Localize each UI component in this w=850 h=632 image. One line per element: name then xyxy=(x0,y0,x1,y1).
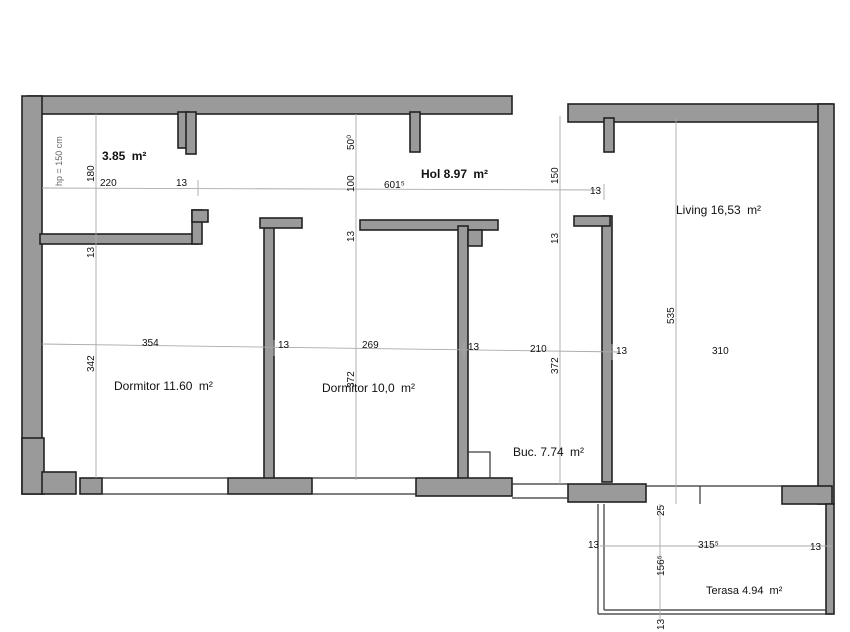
dim-label: 13 xyxy=(810,542,822,553)
wall-hol-top-jamb xyxy=(409,111,421,153)
dim-label: 13 xyxy=(86,246,97,258)
wall-partition-dorm1-dorm2 xyxy=(263,221,275,481)
dim-label: 315⁵ xyxy=(698,540,719,551)
dim-label: 180 xyxy=(86,165,97,182)
wall-bottom-left-post xyxy=(79,477,103,495)
wall-partition-dorm2-buc xyxy=(457,225,469,481)
dim-label: 220 xyxy=(100,178,117,189)
wall-left-outer xyxy=(21,95,43,495)
dim-label: 13 xyxy=(346,230,357,242)
dimension-labels: 180 hp = 150 cm 220 13 50⁰ 100 601⁵ 150 … xyxy=(54,135,822,630)
wall-partition-bottom-base xyxy=(227,477,313,495)
dim-label: 13 xyxy=(588,540,600,551)
dim-label: 13 xyxy=(468,342,480,353)
dim-label: 269 xyxy=(362,340,379,351)
dim-label: 13 xyxy=(616,346,628,357)
dim-label: 535 xyxy=(666,307,677,324)
wall-small-room-bottom xyxy=(39,233,199,245)
wall-bottom-left-corner xyxy=(21,437,45,495)
dim-label: 210 xyxy=(530,344,547,355)
wall-buc-right-cap xyxy=(573,215,611,227)
dim-label: 342 xyxy=(86,355,97,372)
dim-label: 601⁵ xyxy=(384,180,405,191)
wall-buc-right xyxy=(601,215,613,483)
wall-shaft xyxy=(467,229,483,247)
room-label-terasa: Terasa 4.94 m² xyxy=(706,585,783,597)
room-labels: 3.85 m² Hol 8.97 m² Living 16,53 m² Dorm… xyxy=(102,149,783,597)
wall-top-left xyxy=(27,95,513,115)
wall-terrace-right xyxy=(825,503,835,615)
dim-label: 13 xyxy=(590,186,602,197)
wall-partition-dorm1-cap xyxy=(259,217,303,229)
dim-label: 156⁵ xyxy=(656,555,667,576)
dim-label: 150 xyxy=(550,167,561,184)
room-label-dormitor-1: Dormitor 11.60 m² xyxy=(114,379,213,393)
room-label-hol: Hol 8.97 m² xyxy=(421,167,488,181)
wall-living-bottom-right xyxy=(781,485,833,505)
wall-dorm2-top xyxy=(359,219,499,231)
openings xyxy=(100,451,835,615)
room-label-small-room: 3.85 m² xyxy=(102,149,146,163)
wall-buc-bottom xyxy=(567,483,647,503)
dim-label: 13 xyxy=(656,618,667,630)
room-label-buc: Buc. 7.74 m² xyxy=(513,445,584,459)
dim-label: 100 xyxy=(346,175,357,192)
dim-label: 372 xyxy=(346,371,357,388)
dim-label: 13 xyxy=(176,178,188,189)
dim-label: 372 xyxy=(550,357,561,374)
dimension-lines xyxy=(41,114,832,620)
wall-right-outer xyxy=(817,103,835,505)
dim-label: 13 xyxy=(278,340,290,351)
room-label-living: Living 16,53 m² xyxy=(676,203,761,217)
dim-label: 13 xyxy=(550,232,561,244)
wall-partition-bottom-base2 xyxy=(415,477,513,497)
wall-living-top-jamb xyxy=(603,117,615,153)
wall-small-room-jamb-cap xyxy=(191,209,209,223)
dim-label: 50⁰ xyxy=(346,135,357,150)
dim-label: 310 xyxy=(712,346,729,357)
wall-bottom-left-stub xyxy=(41,471,77,495)
room-label-dormitor-2: Dormitor 10,0 m² xyxy=(322,381,415,395)
dim-label: hp = 150 cm xyxy=(54,136,64,186)
walls xyxy=(21,95,835,505)
wall-small-room-top-jamb2 xyxy=(185,111,197,155)
dim-label: 354 xyxy=(142,338,159,349)
dim-label: 25 xyxy=(656,504,667,516)
